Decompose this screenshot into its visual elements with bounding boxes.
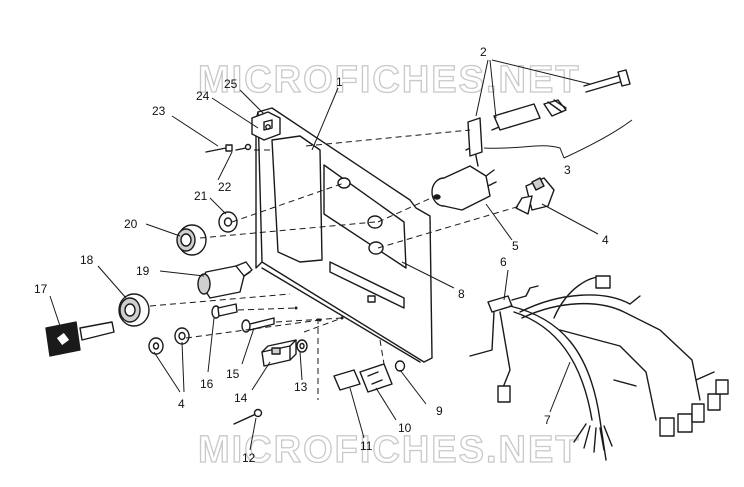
- bracket-11: [333, 369, 361, 391]
- screws-22-23: [205, 143, 252, 153]
- callout-20: 20: [124, 217, 138, 231]
- screw-15: [241, 317, 275, 333]
- callout-24: 24: [196, 89, 210, 103]
- callout-22: 22: [218, 180, 232, 194]
- block-14: [261, 339, 297, 367]
- callout-6: 6: [500, 255, 507, 269]
- watermark-bottom: MICROFICHES.NET: [198, 429, 581, 471]
- callout-17: 17: [34, 282, 48, 296]
- switch-assembly-2-3: [467, 69, 631, 157]
- callout-14: 14: [234, 391, 248, 405]
- washer-21: [218, 211, 238, 233]
- callout-21: 21: [194, 189, 208, 203]
- wiring-harness-6-7: [469, 275, 729, 461]
- callout-18: 18: [80, 253, 94, 267]
- callout-4-left: 4: [178, 397, 185, 411]
- nut-20: [176, 224, 207, 256]
- callout-19: 19: [136, 264, 150, 278]
- callout-16: 16: [200, 377, 214, 391]
- callout-1: 1: [336, 75, 343, 89]
- callout-23: 23: [152, 104, 166, 118]
- alignment-lines: [149, 129, 521, 400]
- screw-12: [233, 408, 263, 425]
- callout-5: 5: [512, 239, 519, 253]
- callout-7: 7: [544, 413, 551, 427]
- callout-11: 11: [360, 439, 373, 453]
- toggle-switch-4: [515, 177, 555, 215]
- panel-clip: [251, 111, 281, 141]
- callout-10: 10: [398, 421, 412, 435]
- ignition-switch-5: [431, 145, 497, 211]
- bolt-16: [211, 303, 238, 319]
- nut-18: [118, 293, 150, 327]
- watermark-top: MICROFICHES.NET: [198, 59, 581, 101]
- callout-25: 25: [224, 77, 238, 91]
- callout-12: 12: [242, 451, 256, 465]
- callout-8: 8: [458, 287, 465, 301]
- callout-3: 3: [564, 163, 571, 177]
- leader-lines: [49, 59, 633, 451]
- nut-13: [296, 339, 308, 353]
- callout-15: 15: [226, 367, 240, 381]
- callout-2: 2: [480, 45, 487, 59]
- callout-4-right: 4: [602, 233, 609, 247]
- key-17: [45, 321, 115, 357]
- callout-13: 13: [294, 380, 308, 394]
- dash-panel: [255, 107, 433, 363]
- clamp-10: [359, 363, 393, 393]
- key-switch-19: [197, 261, 253, 299]
- callout-labels: 1 2 3 4 5 6 7 8 9 10 11 12 13 14 15 16 4…: [34, 45, 609, 465]
- nut-9: [394, 360, 406, 372]
- washers-4: [148, 327, 190, 355]
- callout-9: 9: [436, 404, 443, 418]
